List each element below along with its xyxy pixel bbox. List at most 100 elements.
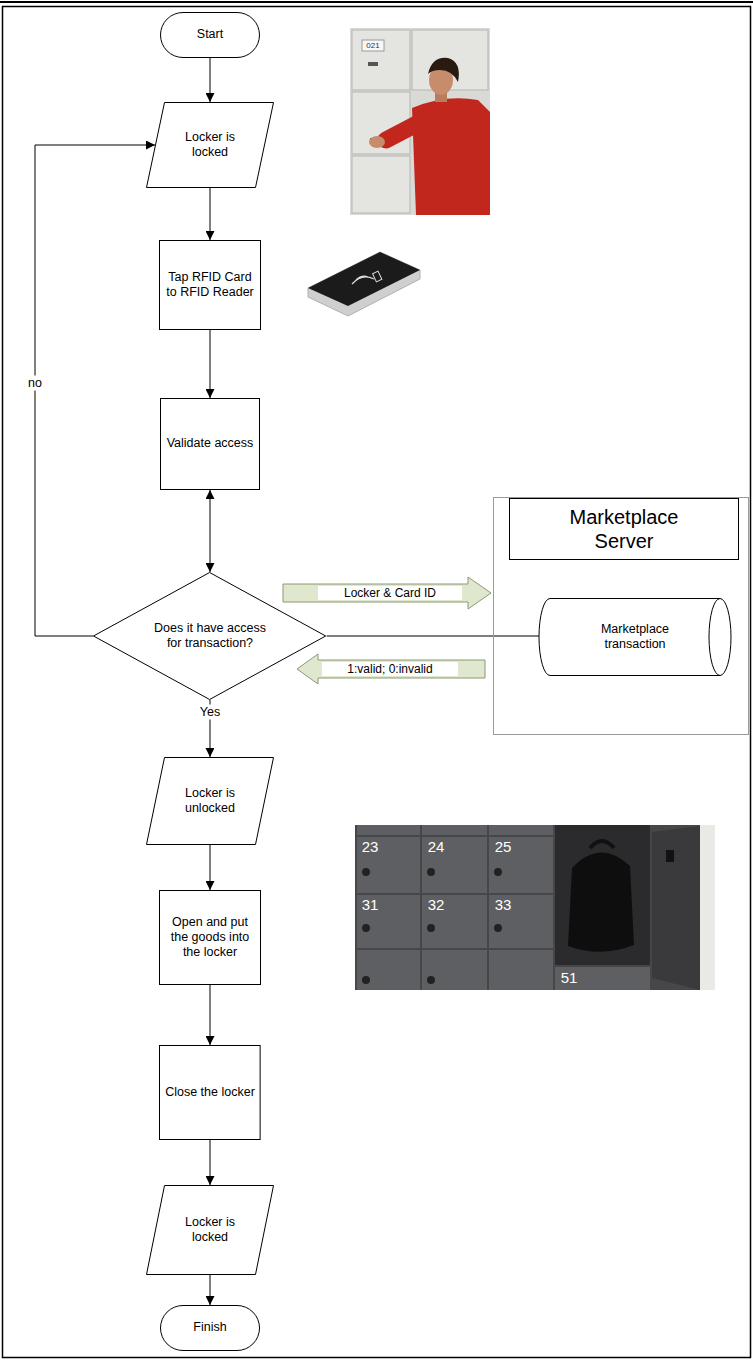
lockers-photo-part [422,950,487,990]
diamond-outline [94,573,326,700]
node-text: Validate access [167,436,254,451]
lockers-photo-part [700,825,715,990]
lockers-photo-part [555,967,650,990]
cylinder-end [709,599,720,676]
response-block-arrow-part [297,654,485,684]
response-block-arrow [297,654,485,684]
locker-number: 24 [424,838,448,855]
lockers-photo-part [427,924,435,932]
oval-outline [161,1306,260,1351]
rfid-reader-photo-part [308,252,420,306]
lockers-photo-part [362,868,370,876]
io-parallelogram: Locker is locked [146,102,274,188]
lockers-photo-part [666,850,674,862]
courier-photo-part [428,58,459,82]
flow-connector [210,58,211,102]
server-heading: Marketplace Server [554,505,694,554]
io-parallelogram: Locker is locked [146,1185,274,1275]
courier-photo-part [386,118,428,140]
lockers-photo-part [568,852,634,951]
process-box: Open and put the goods into the locker [159,890,261,985]
server-group: Marketplace ServerMarketplace transactio… [493,497,749,735]
courier-photo-part [352,30,410,90]
node-text: Start [197,27,223,42]
lockers-photo-part [489,837,553,893]
node-text: Marketplace transaction [580,622,690,653]
terminal-oval: Finish [160,1305,260,1351]
box-outline [160,1046,261,1140]
flow-connector [210,1140,211,1185]
lockers-photo-part [357,950,420,990]
lockers-photo-part [422,825,487,835]
terminal-oval: Start [160,12,260,58]
locker-number: 33 [491,896,515,913]
database-cylinder: Marketplace transaction [539,598,731,676]
courier-photo-part [352,156,410,213]
node-text: Close the locker [165,1085,255,1100]
locker-number: 51 [557,969,581,986]
lockers-photo-part [489,825,553,835]
courier-photo-part [369,136,385,148]
box-outline [160,891,261,985]
flow-connector [210,330,211,398]
lockers-photo-part [355,825,715,990]
flow-connector [210,845,211,890]
lockers-photo-part [357,837,420,893]
decision-diamond: Does it have access for transaction? [93,572,326,700]
rfid-reader-photo [308,252,420,316]
flow-connector [327,636,539,637]
lockers-photo-part [362,976,370,984]
flow-connector [210,490,211,572]
rfid-reader-photo-part [352,276,374,284]
node-text: Does it have access for transaction? [148,621,272,652]
request-block-arrow [283,577,491,609]
lockers-photo-part [422,837,487,893]
edge-label: Yes [198,705,222,720]
locker-number: 23 [358,838,382,855]
lockers-photo-part [555,825,650,965]
lockers-photo-part [427,976,435,984]
courier-photo-part [362,40,384,51]
process-box: Tap RFID Card to RFID Reader [159,240,261,330]
flow-connector [210,985,211,1045]
rfid-reader-photo-part [308,252,420,316]
box-outline [161,399,260,490]
node-text: Tap RFID Card to RFID Reader [165,270,255,301]
lockers-photo-part [362,924,370,932]
lockers-photo-part [427,868,435,876]
node-text: Finish [193,1320,226,1335]
process-box: Close the locker [159,1045,261,1140]
edge-label: no [26,375,44,390]
lockers-photo-part [422,895,487,948]
lockers-photo-part [489,950,553,990]
flow-connector [210,188,211,240]
lockers-photo-part [590,841,614,848]
node-text: Open and put the goods into the locker [165,915,255,961]
oval-outline [161,13,260,58]
flow-connector [35,145,155,636]
node-text: Locker is locked [170,1215,250,1246]
locker-number: 021 [362,40,384,51]
node-text: Locker is unlocked [170,786,250,817]
io-parallelogram: Locker is unlocked [146,757,274,845]
lockers-photo-part [494,868,502,876]
parallelogram-outline [147,758,274,845]
flow-connector [210,1275,211,1305]
lockers-photo-part [489,895,553,948]
page-top-rule [0,1,753,3]
page-frame [3,7,751,1358]
lockers-photo [355,825,715,990]
request-block-arrow-part [283,577,491,609]
lockers-photo-part [357,895,420,948]
process-box: Validate access [160,398,260,490]
rfid-reader-photo-part [373,271,382,282]
parallelogram-outline [147,103,274,188]
locker-number: 31 [358,896,382,913]
locker-number: 25 [491,838,515,855]
lockers-photo-part [357,825,420,835]
lockers-photo-part [652,826,700,990]
courier-photo-part [368,62,378,66]
server-header-box: Marketplace Server [509,498,739,560]
